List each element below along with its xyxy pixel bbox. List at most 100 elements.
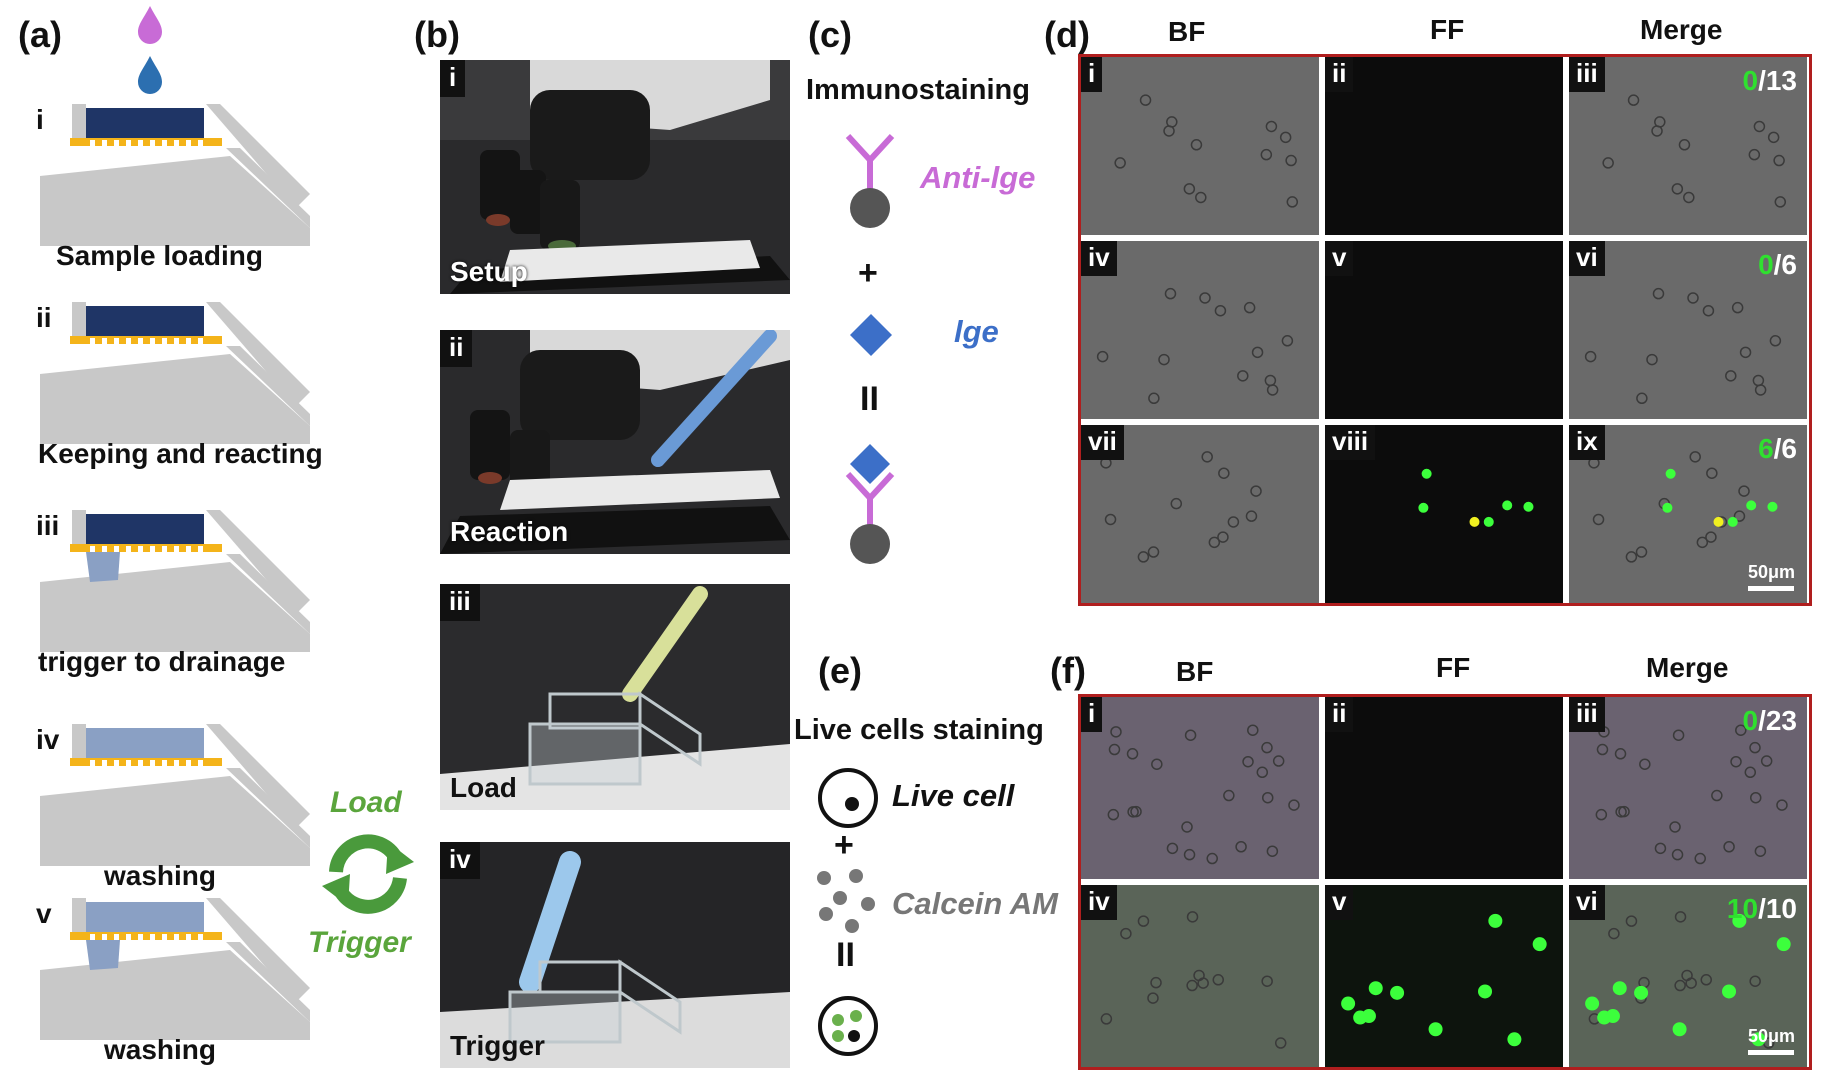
antigen-icon <box>850 314 892 356</box>
positive-count: 0 <box>1742 65 1759 96</box>
micrograph-tag: i <box>1081 697 1103 732</box>
micrograph-image <box>1081 241 1319 419</box>
scale-bar-line <box>1748 1050 1795 1055</box>
micrograph-tag: iv <box>1081 241 1117 276</box>
micrograph-image <box>1569 697 1807 879</box>
micrograph-image <box>1325 697 1563 879</box>
micrograph-tag: v <box>1325 885 1354 920</box>
panel-label-a: (a) <box>18 14 62 55</box>
column-header-bf: BF <box>1176 656 1214 687</box>
cell-count: 0/13 <box>1742 65 1797 97</box>
micrograph-ff: viii <box>1325 425 1563 603</box>
cycle-load-label: Load <box>330 786 402 819</box>
micrograph-ff: v <box>1325 241 1563 419</box>
micrograph-tag: iii <box>1569 697 1605 732</box>
photo-reaction: ii Reaction <box>440 330 790 554</box>
live-cell-label: Live cell <box>892 778 1015 813</box>
calcein-dots-icon <box>817 869 875 933</box>
micrograph-image <box>1569 241 1807 419</box>
micrograph-bf: vii <box>1081 425 1319 603</box>
micrograph-tag: viii <box>1325 425 1376 460</box>
micrograph-image <box>1081 697 1319 879</box>
positive-count: 6 <box>1758 433 1774 464</box>
device-schematic-icon <box>40 104 310 246</box>
scale-bar-line <box>1748 586 1795 591</box>
micrograph-bf: iv <box>1081 885 1319 1067</box>
column-header-merge: Merge <box>1640 14 1723 45</box>
micrograph-image <box>1569 57 1807 235</box>
micrograph-image <box>1569 425 1807 603</box>
cell-count: 10/10 <box>1727 893 1797 925</box>
cycle-arrows-icon <box>322 834 414 914</box>
plus-sign: + <box>834 826 854 864</box>
photo-load: iii Load <box>440 584 790 810</box>
step-caption: washing <box>104 860 217 891</box>
equals-sign: II <box>836 936 855 974</box>
micrograph-ff: ii <box>1325 697 1563 879</box>
micrograph-merge: vi 0/6 <box>1569 241 1807 419</box>
cell-count: 0/23 <box>1742 705 1797 737</box>
micrograph-bf: iv <box>1081 241 1319 419</box>
micrograph-image <box>1081 57 1319 235</box>
photo-caption: Load <box>450 772 517 803</box>
device-schematic-icon <box>40 724 310 866</box>
micrograph-tag: ix <box>1569 425 1605 460</box>
step-number: i <box>36 104 44 135</box>
stained-cell-icon <box>818 996 878 1056</box>
panel-label-e: (e) <box>818 650 862 691</box>
immunostaining-title: Immunostaining <box>806 74 1030 106</box>
step-caption: trigger to drainage <box>38 646 286 677</box>
panel-label-b: (b) <box>414 14 460 55</box>
step-number: iii <box>36 510 60 541</box>
calcein-label: Calcein AM <box>892 886 1058 921</box>
positive-count: 10 <box>1726 893 1759 924</box>
schematic-step: iii trigger to drainage <box>0 504 320 694</box>
photo-caption: Reaction <box>450 516 569 547</box>
photo-trigger: iv Trigger <box>440 842 790 1068</box>
step-number: v <box>36 898 52 929</box>
micrograph-tag: vii <box>1081 425 1124 460</box>
photo-tag: i <box>440 60 466 97</box>
total-count: /6 <box>1773 433 1797 464</box>
micrograph-tag: vi <box>1569 241 1605 276</box>
micrograph-ff: ii <box>1325 57 1563 235</box>
scale-bar-label: 50μm <box>1747 562 1795 582</box>
micrograph-tag: iv <box>1081 885 1117 920</box>
micrograph-tag: ii <box>1325 697 1354 732</box>
micrograph-image <box>1325 885 1563 1067</box>
scale-bar-label: 50μm <box>1747 1026 1795 1046</box>
micrograph-merge: iii 0/13 <box>1569 57 1807 235</box>
equals-sign: II <box>860 380 879 418</box>
photo-tag: ii <box>440 330 473 367</box>
micrograph-merge: vi 10/10 50μm <box>1569 885 1807 1067</box>
step-caption: Sample loading <box>56 240 263 271</box>
device-schematic-icon <box>40 898 310 1040</box>
total-count: /23 <box>1758 705 1797 736</box>
micrograph-ff: v <box>1325 885 1563 1067</box>
micrograph-tag: ii <box>1325 57 1354 92</box>
device-schematic-icon <box>40 510 310 652</box>
positive-count: 0 <box>1758 249 1774 280</box>
panel-e: Live cells staining Live cell + Calcein … <box>790 700 1060 1080</box>
photo-tag: iv <box>440 842 480 879</box>
micrograph-tag: iii <box>1569 57 1605 92</box>
anti-lge-label: Anti-lge <box>920 160 1036 195</box>
live-cell-icon <box>818 768 878 828</box>
cell-count: 0/6 <box>1758 249 1797 281</box>
photo-caption: Setup <box>450 256 528 287</box>
micrograph-tag: vi <box>1569 885 1605 920</box>
panel-label-d: (d) <box>1044 14 1090 55</box>
panel-label-f: (f) <box>1050 650 1086 691</box>
lge-label: lge <box>954 314 999 349</box>
photo-tag: iii <box>440 584 480 621</box>
cycle-trigger-label: Trigger <box>308 926 411 959</box>
panel-b: i Setup ii Reaction iii Load <box>440 0 800 1087</box>
photo-caption: Trigger <box>450 1030 545 1061</box>
micrograph-image <box>1325 57 1563 235</box>
